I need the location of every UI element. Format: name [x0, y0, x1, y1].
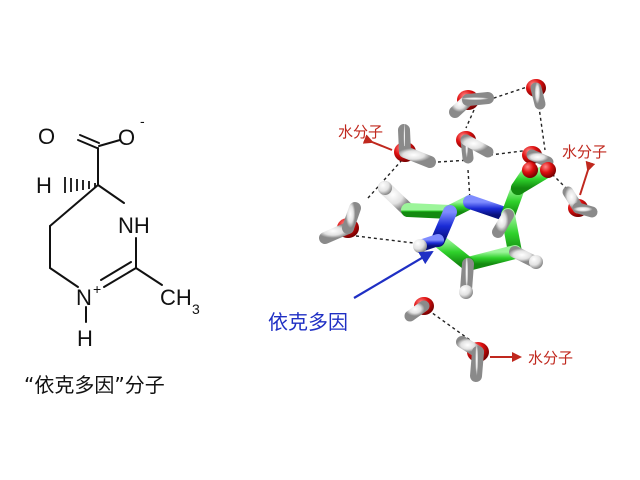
charge-plus: + [93, 281, 101, 297]
water-molecule [526, 79, 546, 110]
water-label-left: 水分子 [338, 123, 383, 141]
water-molecule [319, 202, 361, 244]
stick-h-d [492, 209, 514, 238]
bond-c2-methyl [135, 267, 163, 286]
bond-ch2-chiral [49, 184, 99, 227]
bond-c-o-double-b [79, 134, 100, 144]
water-molecule [562, 186, 598, 218]
ectoine-label: 依克多因 [268, 310, 348, 334]
bond-n-ch2 [49, 267, 79, 288]
water-label-bottom: 水分子 [528, 349, 573, 367]
water-molecule [456, 131, 494, 164]
hashed-wedge-bond [64, 177, 96, 193]
structure-caption: “依克多因”分子 [24, 373, 165, 397]
bond-c2-n-double-a [103, 267, 137, 288]
atom-h-bottom: H [77, 326, 93, 351]
atom-n-plus: N [76, 285, 92, 310]
bond-c-o-single [98, 139, 121, 147]
water-molecule [404, 282, 434, 322]
arrow-ectoine [353, 250, 434, 299]
atom-ch3: CH [160, 285, 192, 310]
arrow-water-right [579, 160, 596, 196]
atom-o-carbonyl: O [38, 124, 55, 149]
bond-c2-n-double-b [100, 261, 132, 281]
charge-minus: - [140, 113, 145, 129]
stick-c-c3 [461, 245, 522, 271]
bond-c-o-double-a [77, 139, 98, 149]
atom-o-anion: O [118, 125, 135, 150]
annotations: 水分子 水分子 水分子 依克多因 [268, 123, 607, 367]
ectoine-3d-model [378, 163, 555, 296]
bond-chiral-nh [97, 184, 125, 204]
methyl-subscript: 3 [192, 301, 200, 317]
water-molecule [449, 90, 494, 118]
water-label-right: 水分子 [562, 143, 607, 161]
water-molecule [456, 336, 489, 382]
water-molecules [319, 79, 598, 382]
arrow-water-left [362, 134, 393, 151]
atom-h-chiral: H [36, 173, 52, 198]
atom-nh: NH [118, 213, 150, 238]
ectoine-atom-caps [378, 162, 556, 299]
ectoine-structural-formula [49, 134, 163, 323]
water-molecule [522, 146, 554, 168]
water-molecule [394, 124, 436, 168]
